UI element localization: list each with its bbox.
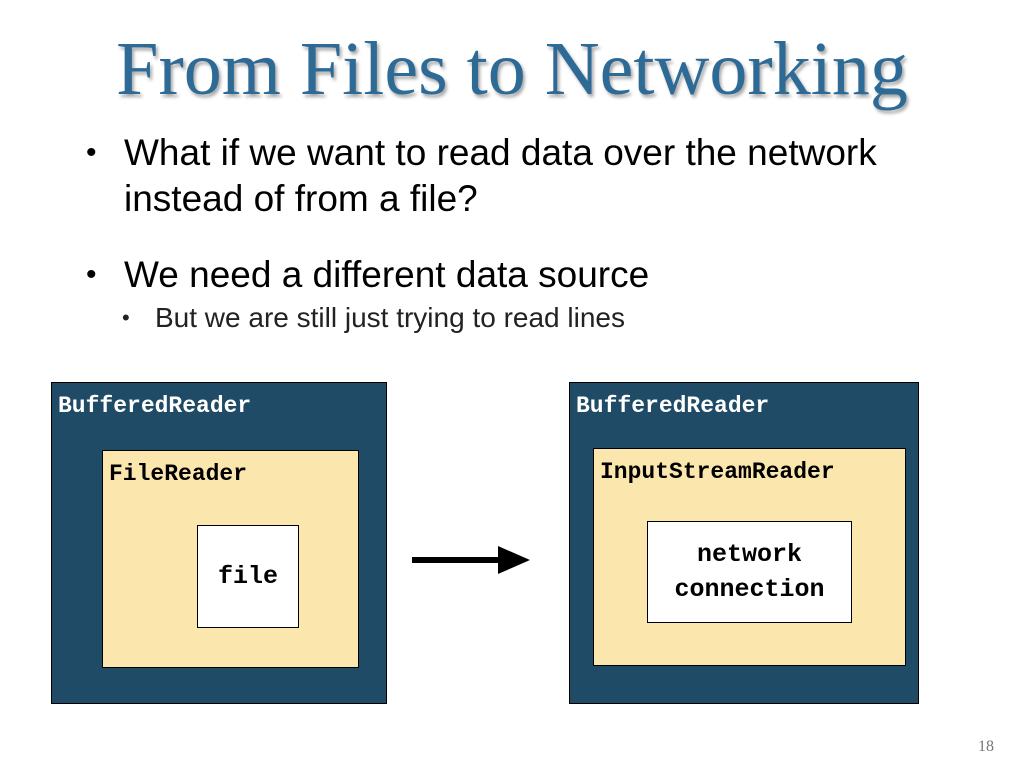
bullet-item: • What if we want to read data over the … <box>86 130 986 222</box>
filereader-label: FileReader <box>109 461 248 487</box>
filereader-box: FileReader file <box>102 450 359 668</box>
left-bufferedreader-box: BufferedReader FileReader file <box>51 382 387 704</box>
sub-bullet-icon: • <box>122 305 130 330</box>
inputstreamreader-label: InputStreamReader <box>600 459 835 485</box>
file-box: file <box>197 525 299 628</box>
bullet-icon: • <box>86 258 97 291</box>
right-outer-label: BufferedReader <box>576 393 770 419</box>
network-connection-line1: network <box>696 540 803 569</box>
network-connection-box: network connection <box>647 521 852 623</box>
sub-bullet-item: • But we are still just trying to read l… <box>86 300 986 336</box>
right-arrow-icon <box>412 546 530 574</box>
network-connection-line2: connection <box>674 575 825 604</box>
page-number: 18 <box>978 738 994 755</box>
right-bufferedreader-box: BufferedReader InputStreamReader network… <box>569 382 919 704</box>
bullet-list: • What if we want to read data over the … <box>86 130 986 336</box>
inputstreamreader-box: InputStreamReader network connection <box>593 448 906 666</box>
file-label: file <box>217 562 278 591</box>
bullet-text: What if we want to read data over the ne… <box>124 132 877 219</box>
bullet-icon: • <box>86 136 97 169</box>
network-connection-label: network connection <box>648 522 851 622</box>
bullet-text: We need a different data source <box>124 254 650 295</box>
slide-title: From Files to Networking <box>116 27 908 111</box>
left-outer-label: BufferedReader <box>58 393 252 419</box>
bullet-item: • We need a different data source <box>86 252 986 298</box>
sub-bullet-text: But we are still just trying to read lin… <box>155 302 625 333</box>
